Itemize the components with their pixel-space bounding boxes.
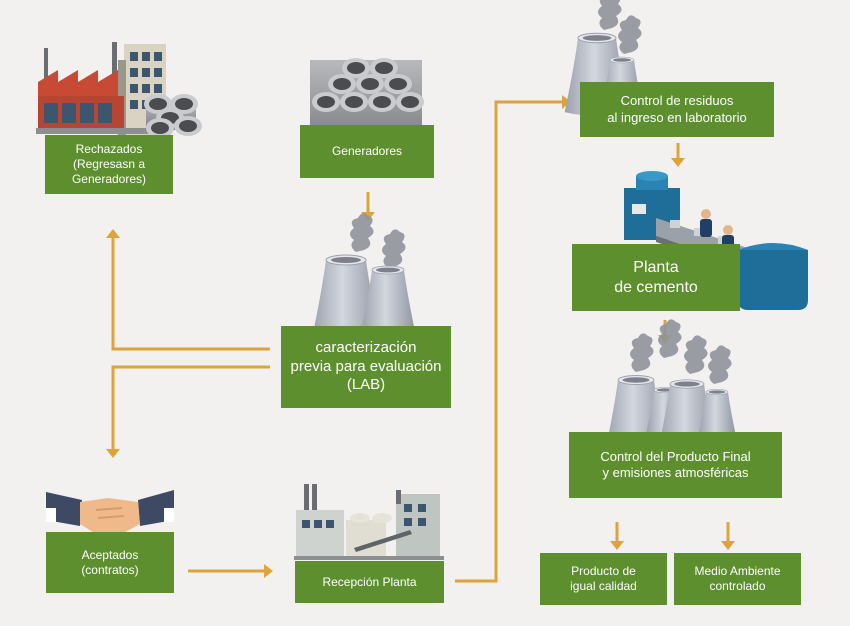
box-generadores: Generadores	[300, 125, 434, 178]
box-rechazados: Rechazados (Regresasn a Generadores)	[45, 135, 173, 194]
handshake-icon	[46, 490, 174, 536]
box-control-residuos: Control de residuos al ingreso en labora…	[580, 82, 774, 137]
box-planta-cemento: Planta de cemento	[572, 244, 740, 311]
box-recepcion-planta: Recepción Planta	[295, 561, 444, 603]
box-medio-ambiente: Medio Ambiente controlado	[674, 553, 801, 605]
connectors	[111, 100, 730, 583]
arrow-recepcion-to-control-residuos	[455, 100, 564, 583]
factory-icon	[36, 42, 202, 138]
plant-building-icon	[294, 484, 444, 560]
arrow-lab-to-aceptados	[111, 365, 270, 451]
arrowheads	[106, 95, 735, 578]
box-aceptados: Aceptados (contratos)	[46, 532, 174, 593]
box-caracterizacion-lab: caracterización previa para evaluación (…	[281, 326, 451, 408]
box-control-producto-final: Control del Producto Final y emisiones a…	[569, 432, 782, 498]
cooling-towers-icon	[311, 213, 416, 343]
box-producto-igual-calidad: Producto de igual calidad	[540, 553, 667, 605]
conveyor-machine-icon	[624, 171, 808, 310]
arrow-lab-to-rechazados	[111, 236, 270, 351]
workers-icon	[700, 209, 734, 255]
